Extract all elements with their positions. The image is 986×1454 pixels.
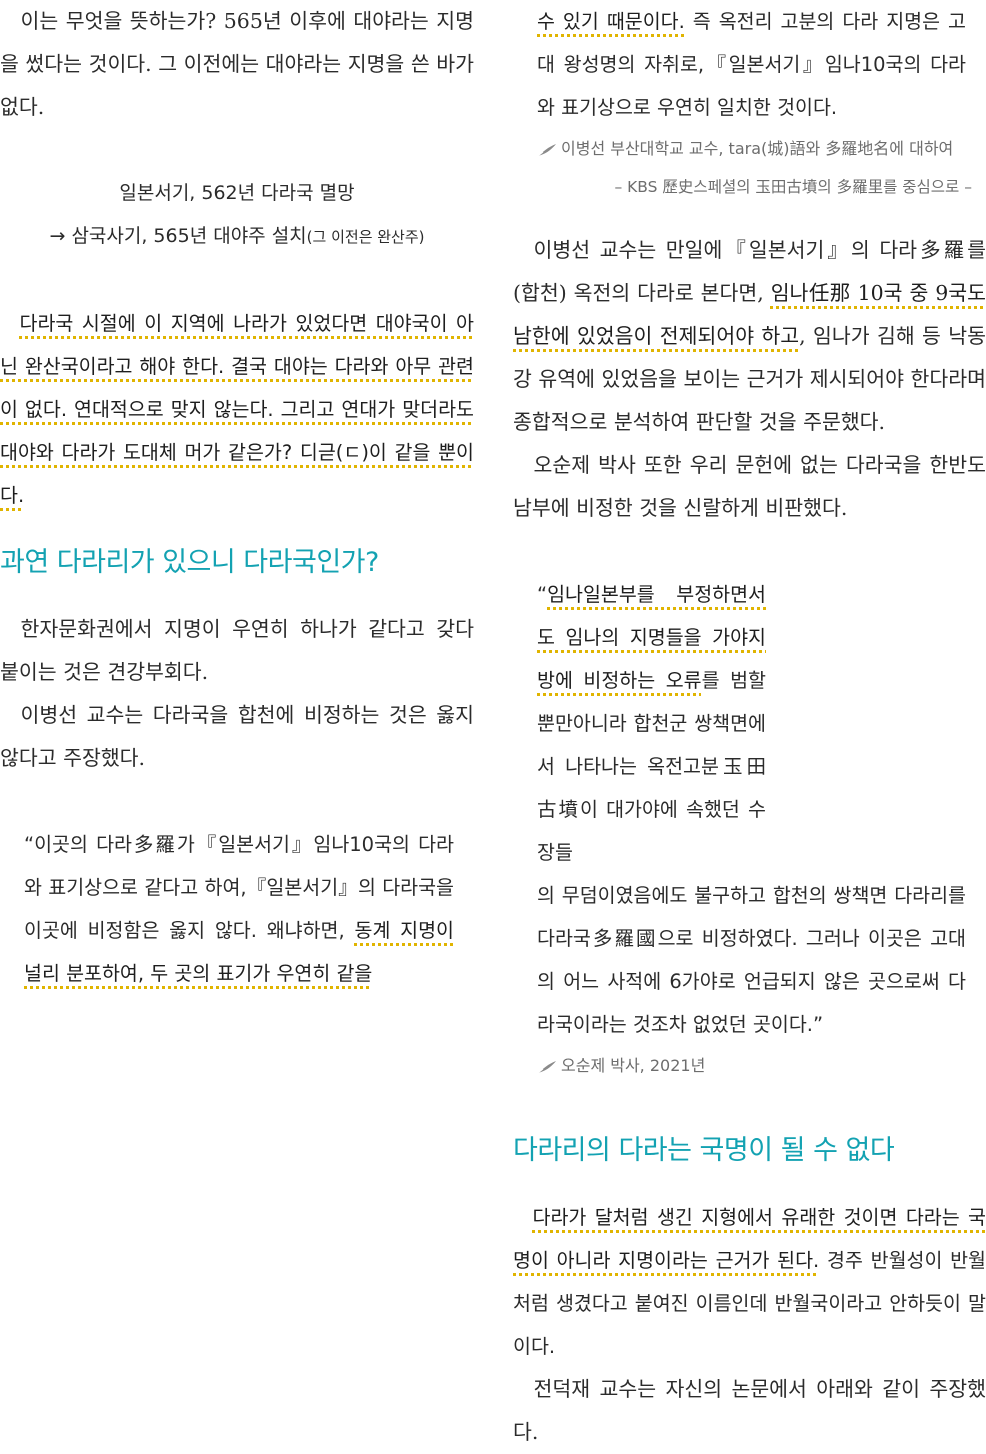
quote-oh-sunje: “임나일본부를 부정하면서도 임나의 지명들을 가야지방에 비정하는 오류를 범… [513,573,986,1046]
paragraph-moon-terrain-rest: 경주 반월성이 반월처럼 생겼다고 붙여진 이름인데 반월국이라고 안하듯이 말… [513,1249,986,1358]
quill-pen-icon [537,143,557,157]
paragraph-lee-condition-b: , 임나가 김해 등 낙동강 유역에 있었음을 보이는 근거가 제시되어야 한다… [513,324,986,434]
citation-lee: 이병선 부산대학교 교수, tara(城)語와 多羅地名에 대하여 [513,129,986,169]
left-column: 이는 무엇을 뜻하는가? 565년 이후에 대야라는 지명을 썼다는 것이다. … [0,0,474,995]
quote-oh-part-a: 를 범할 뿐만아니라 합천군 쌍책면에서 나타나는 옥전고분玉田古墳이 대가야에… [537,669,766,864]
timeline-line-1: 일본서기, 562년 다라국 멸망 [119,182,355,204]
quote-lee-byeongseon: “이곳의 다라多羅가『일본서기』임나10국의 다라와 표기상으로 같다고 하여,… [0,823,474,995]
timeline-line-2-main: 삼국사기, 565년 대야주 설치 [71,225,307,247]
paragraph-lee-condition-a: 이병선 교수는 만일에『일본서기』의 다라多羅를 (합천) 옥전의 다라로 본다… [513,238,986,305]
paragraph-moon-terrain-highlight: 다라가 달처럼 생긴 지형에서 유래한 것이면 다라는 국명이 아니라 지명이라… [513,1206,986,1272]
quote-oh-narrow: “임나일본부를 부정하면서도 임나의 지명들을 가야지방에 비정하는 오류를 범… [537,573,966,874]
quote-lee-continued-text: 수 있기 때문이다. 즉 옥전리 고분의 다라 지명은 고대 왕성명의 자취로,… [537,0,966,129]
timeline-line-2: → 삼국사기, 565년 대야주 설치(그 이전은 완산주) [0,215,474,259]
quote-lee-continued-rest: 즉 옥전리 고분의 다라 지명은 고대 왕성명의 자취로,『일본서기』임나10국… [537,10,966,119]
paragraph-daeya-argument: 다라국 시절에 이 지역에 나라가 있었다면 대야국이 아닌 완산국이라고 해야… [0,302,474,517]
section-heading-not-country: 다라리의 다라는 국명이 될 수 없다 [513,1135,895,1166]
paragraph-oh-criticism: 오순제 박사 또한 우리 문헌에 없는 다라국을 한반도 남부에 비정한 것을 … [513,453,986,520]
citation-oh-text: 오순제 박사, 2021년 [561,1056,706,1075]
quote-lee-text: “이곳의 다라多羅가『일본서기』임나10국의 다라와 표기상으로 같다고 하여,… [24,823,454,995]
section-heading-darari: 과연 다라리가 있으니 다라국인가? [0,547,379,578]
citation-oh: 오순제 박사, 2021년 [513,1046,986,1086]
quote-lee-highlight: 동계 지명이 널리 분포하여, 두 곳의 표기가 우연히 같을 [24,919,454,985]
timeline-line-2-note: (그 이전은 완산주) [306,228,425,246]
quote-lee-continued-highlight: 수 있기 때문이다. [537,10,685,33]
quote-lee-continued: 수 있기 때문이다. 즉 옥전리 고분의 다라 지명은 고대 왕성명의 자취로,… [513,0,986,129]
highlight-daeya-argument: 다라국 시절에 이 지역에 나라가 있었다면 대야국이 아닌 완산국이라고 해야… [0,312,474,507]
paragraph-lee-condition-highlight: 임나任那 10국 중 9국도 남한에 있었음이 전제되어야 하고 [513,281,986,348]
right-column: 수 있기 때문이다. 즉 옥전리 고분의 다라 지명은 고대 왕성명의 자취로,… [513,0,986,1454]
citation-lee-subtitle: – KBS 歷史스페셜의 玉田古墳의 多羅里를 중심으로 – [614,178,972,196]
quote-lee-part-1: “이곳의 다라多羅가『일본서기』임나10국의 다라와 표기상으로 같다고 하여,… [24,833,454,942]
paragraph-jeon-claim: 전덕재 교수는 자신의 논문에서 아래와 같이 주장했다. [513,1377,986,1444]
paragraph-lee-claim: 이병선 교수는 다라국을 합천에 비정하는 것은 옳지 않다고 주장했다. [0,703,474,770]
quote-oh-highlight: 임나일본부를 부정하면서도 임나의 지명들을 가야지방에 비정하는 오류 [537,583,766,692]
citation-lee-text: 이병선 부산대학교 교수, tara(城)語와 多羅地名에 대하여 [561,139,954,158]
paragraph-moon-terrain: 다라가 달처럼 생긴 지형에서 유래한 것이면 다라는 국명이 아니라 지명이라… [513,1196,986,1368]
quill-pen-icon [537,1060,557,1074]
paragraph-daeya-origin: 이는 무엇을 뜻하는가? 565년 이후에 대야라는 지명을 썼다는 것이다. … [0,9,474,119]
arrow-icon: → [49,225,66,247]
paragraph-far-fetched: 한자문화권에서 지명이 우연히 하나가 같다고 갖다 붙이는 것은 견강부회다. [0,617,474,684]
paragraph-lee-condition: 이병선 교수는 만일에『일본서기』의 다라多羅를 (합천) 옥전의 다라로 본다… [513,229,986,444]
quote-oh-open: “ [537,583,548,606]
quote-oh-wide: 의 무덤이였음에도 불구하고 합천의 쌍책면 다라리를 다라국多羅國으로 비정하… [537,884,966,1036]
